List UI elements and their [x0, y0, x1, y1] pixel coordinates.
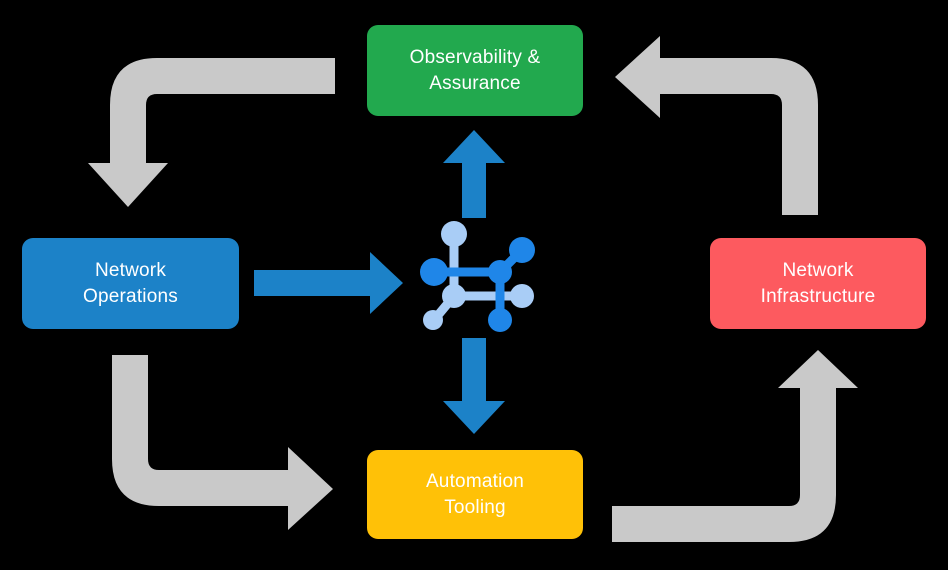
node-network-infrastructure[interactable]: Network Infrastructure [710, 238, 926, 329]
arrow-observability-to-network-operations [88, 58, 335, 207]
arrow-center-to-automation-tooling [443, 338, 505, 434]
network-topology-icon [420, 221, 535, 332]
node-network-operations[interactable]: Network Operations [22, 238, 239, 329]
topology-nodes-primary [420, 237, 535, 332]
arrow-network-infrastructure-to-observability [615, 36, 818, 215]
arrow-network-operations-to-center [254, 252, 403, 314]
arrow-network-operations-to-automation-tooling [112, 355, 333, 530]
arrow-automation-tooling-to-network-infrastructure [612, 350, 858, 542]
topology-nodes-secondary [423, 221, 534, 330]
node-observability-assurance[interactable]: Observability & Assurance [367, 25, 583, 116]
arrow-center-to-observability [443, 130, 505, 218]
node-automation-tooling[interactable]: Automation Tooling [367, 450, 583, 539]
